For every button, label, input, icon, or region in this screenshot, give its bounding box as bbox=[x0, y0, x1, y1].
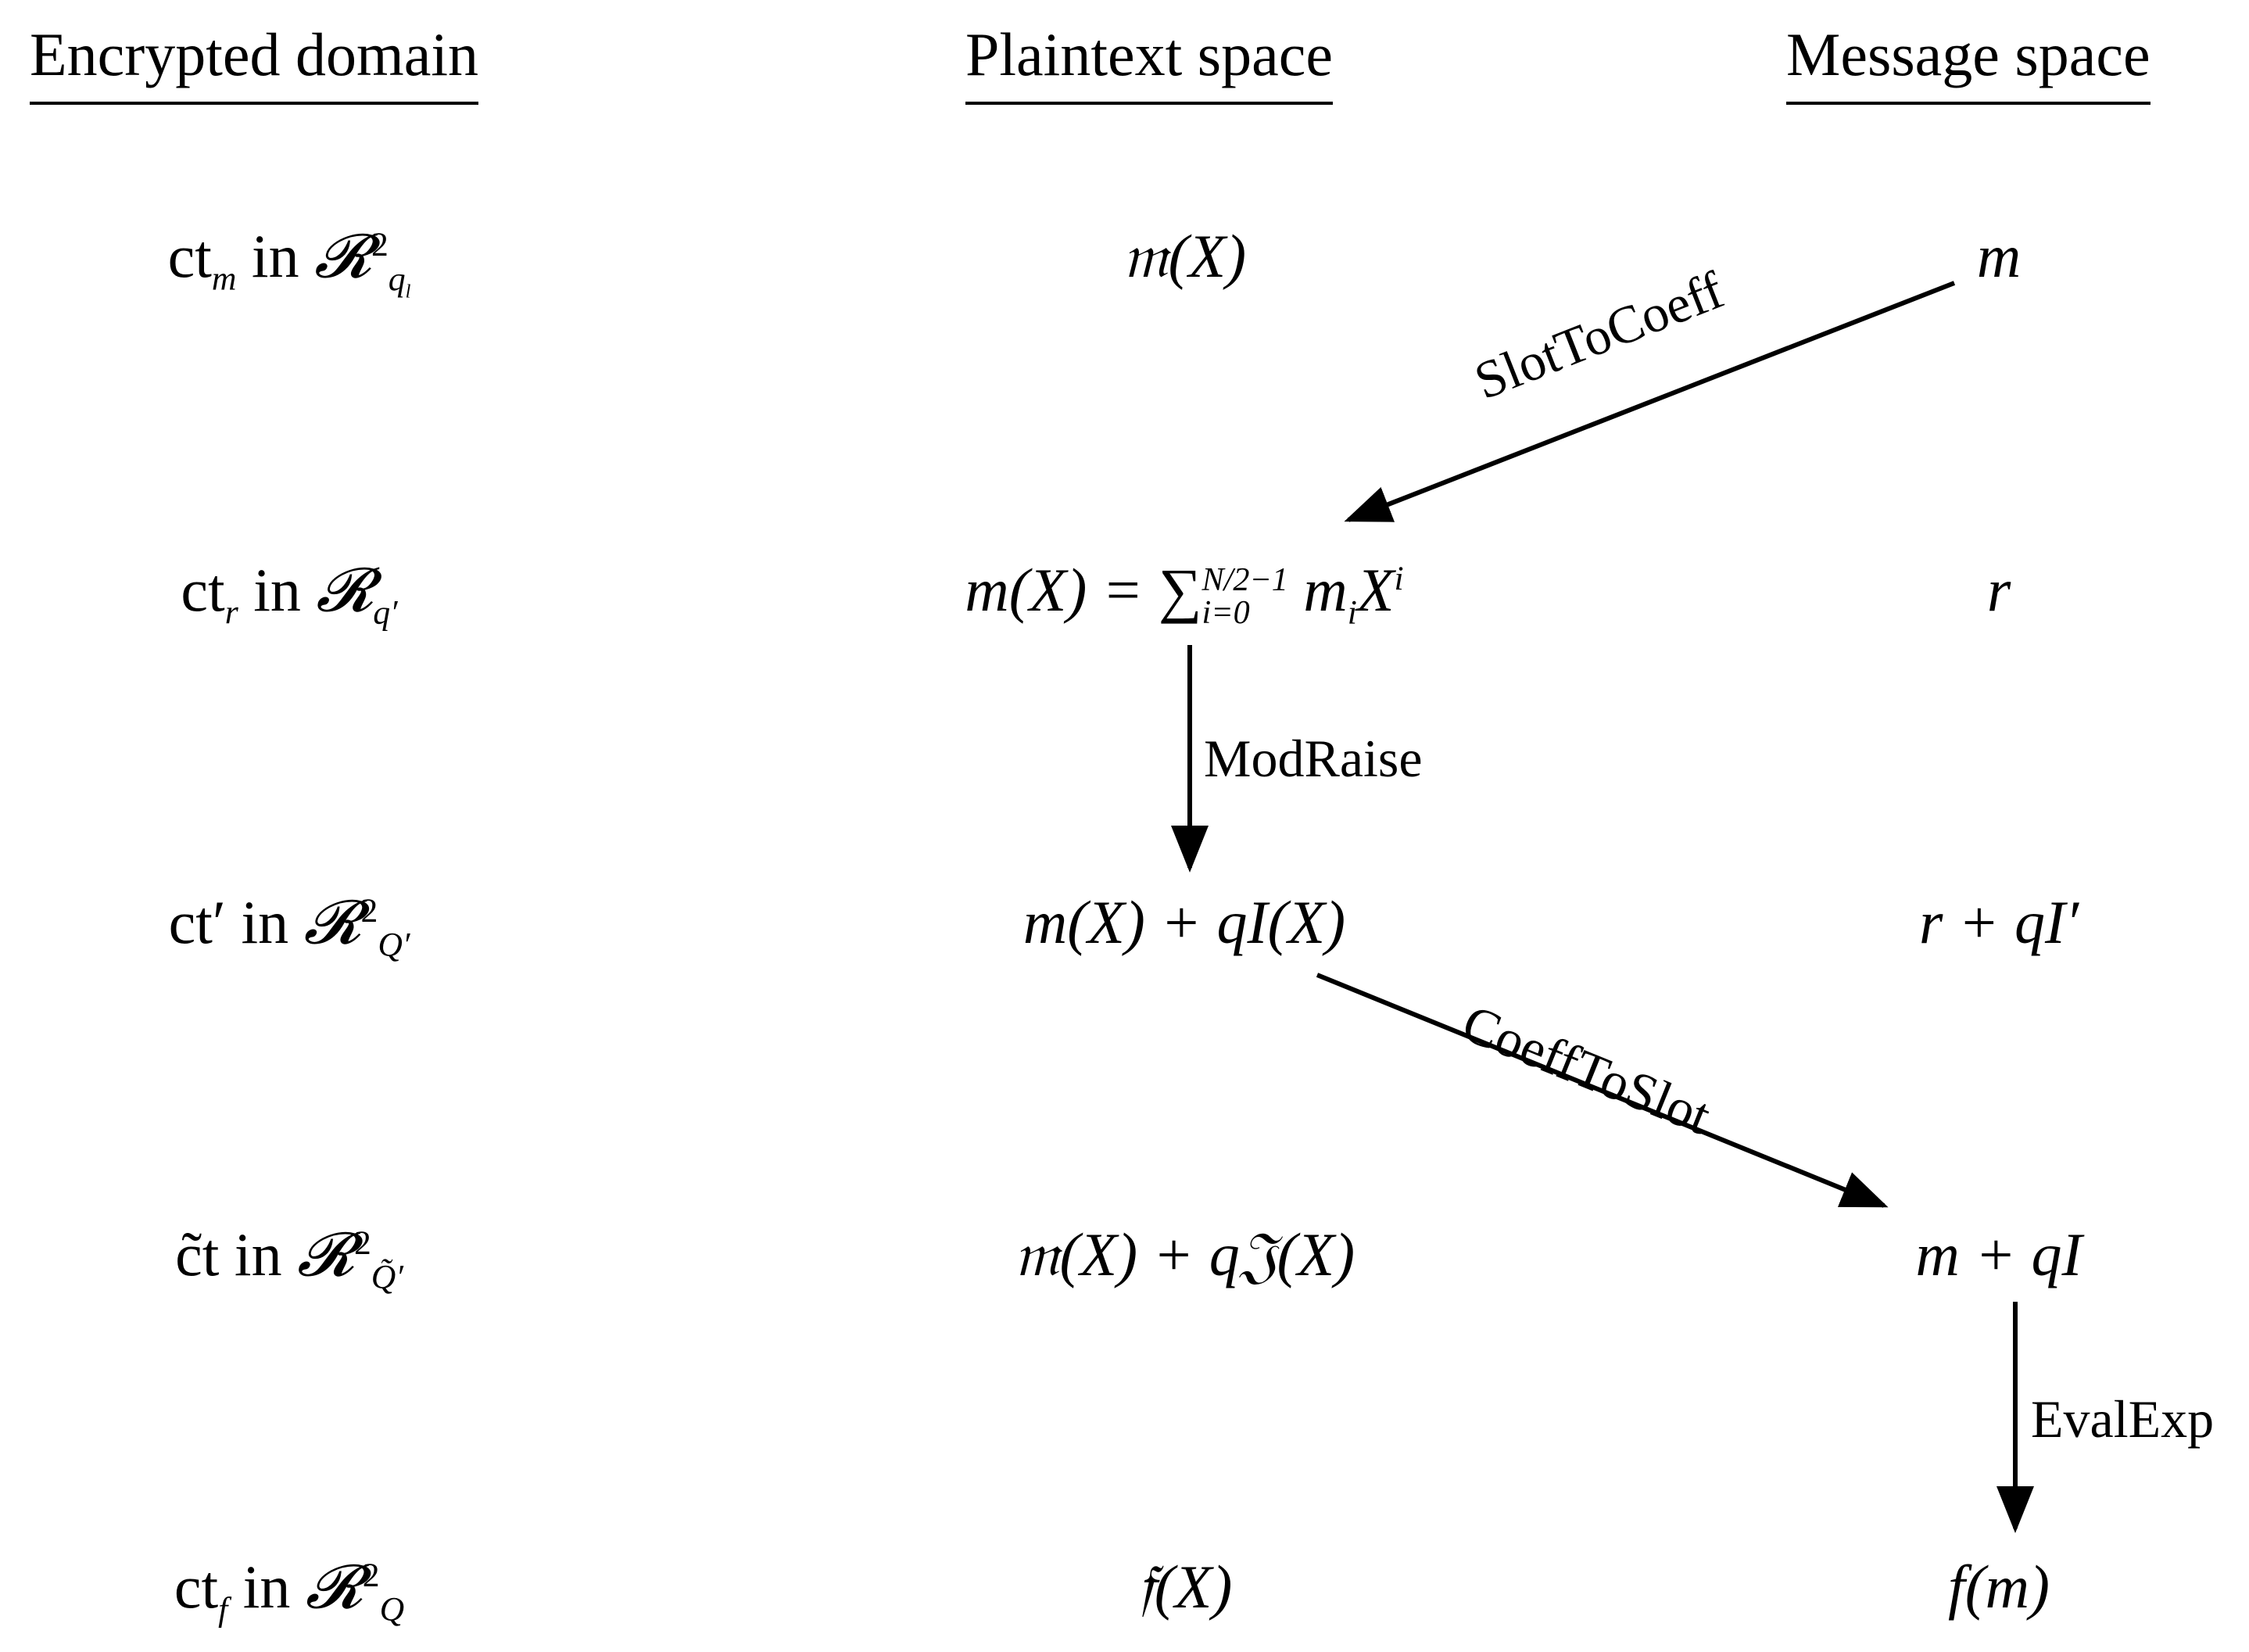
encrypted-cell-ct-r: ctr in 𝓡q′ bbox=[181, 556, 398, 632]
encrypted-cell-ct-f: ctf in 𝓡2Q bbox=[174, 1553, 405, 1629]
plaintext-cell-frak-m-plus-qJ: 𝔪(X) + q𝔍(X) bbox=[1013, 1220, 1355, 1288]
header-plaintext-space: Plaintext space bbox=[965, 16, 1334, 105]
message-cell-r-plus-qI-prime: r + qI′ bbox=[1918, 888, 2079, 956]
message-cell-m: m bbox=[1976, 222, 2022, 290]
coeff-to-slot-arrow bbox=[1316, 973, 1889, 1208]
plaintext-cell-frak-f: 𝔣(X) bbox=[1136, 1553, 1233, 1621]
eval-exp-label: EvalExp bbox=[2031, 1389, 2215, 1449]
plaintext-cell-frak-m: 𝔪(X) bbox=[1122, 222, 1247, 290]
header-message-space: Message space bbox=[1786, 16, 2151, 105]
encrypted-cell-ct-m: ctm in 𝓡2ql bbox=[167, 222, 411, 303]
slot-to-coeff-arrow bbox=[1344, 281, 1956, 522]
encrypted-cell-ct-tilde: c̃t in 𝓡2Q̃′ bbox=[175, 1220, 403, 1296]
message-cell-m-plus-qI: m + qI bbox=[1915, 1220, 2082, 1288]
plaintext-cell-m-plus-qI: m(X) + qI(X) bbox=[1022, 888, 1346, 956]
message-cell-r: r bbox=[1986, 556, 2011, 624]
message-cell-f-of-m: f(m) bbox=[1948, 1553, 2050, 1621]
encrypted-cell-ct-prime: ct′ in 𝓡2Q′ bbox=[168, 888, 410, 964]
mod-raise-label: ModRaise bbox=[1204, 729, 1423, 788]
header-encrypted-domain: Encrypted domain bbox=[30, 16, 478, 105]
